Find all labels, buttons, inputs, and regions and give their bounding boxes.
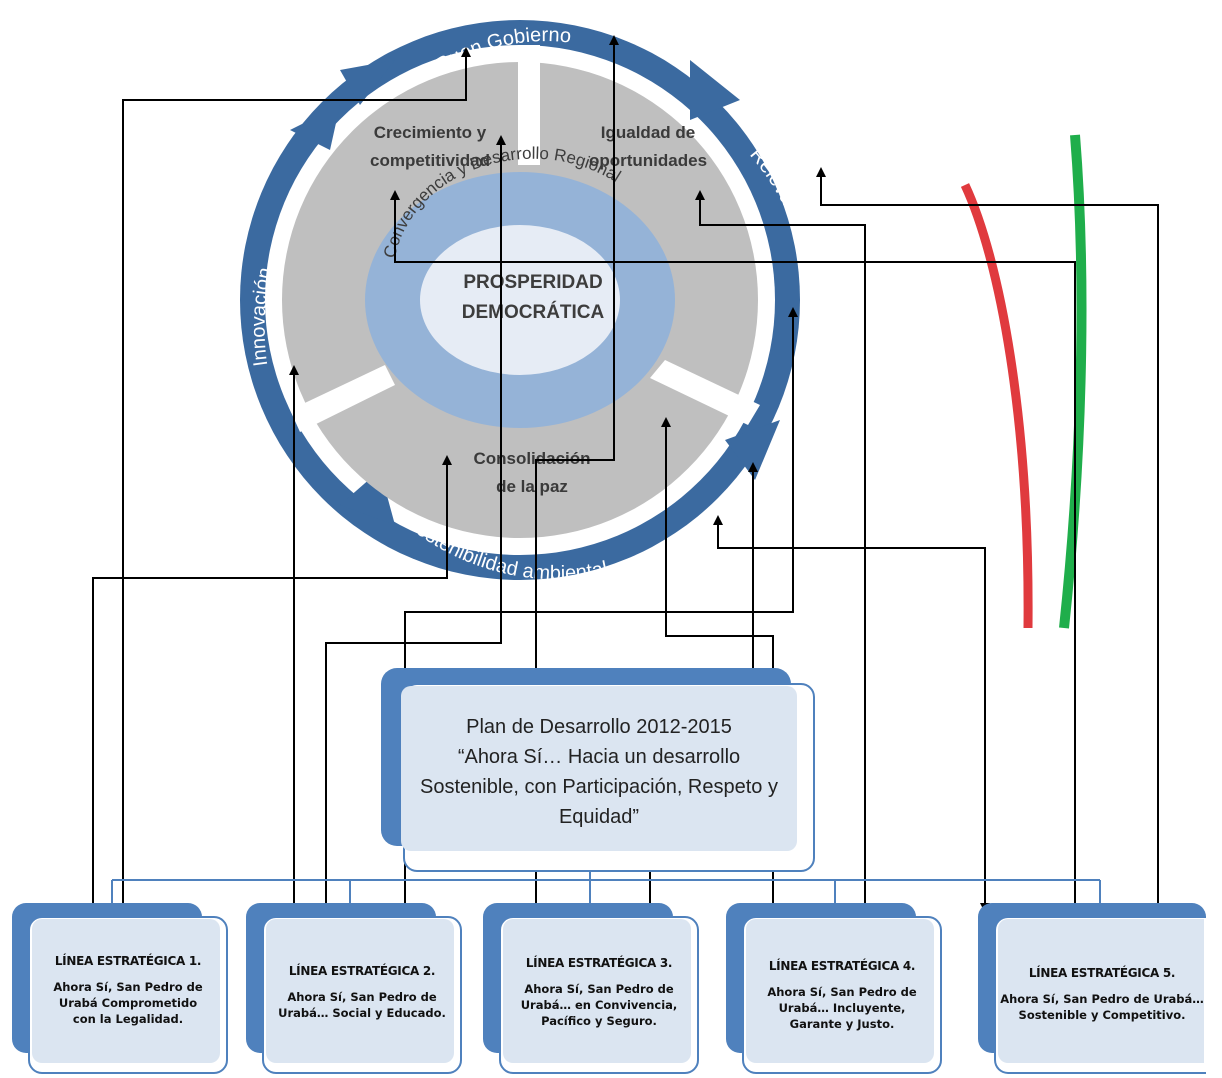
strategic-line-3: LÍNEA ESTRATÉGICA 3. Ahora Sí, San Pedro… [483,903,699,1074]
flag-green-stroke [1059,134,1087,629]
segment-peace-line1: Consolidación [473,449,590,468]
center-title-line1: PROSPERIDAD [463,272,602,293]
center-title-line2: DEMOCRÁTICA [462,301,605,323]
center-disc [420,225,620,375]
strategic-line-2-title: LÍNEA ESTRATÉGICA 2. [288,964,436,978]
strategic-line-3-body: Ahora Sí, San Pedro de [524,982,674,996]
plan-slogan-1: “Ahora Sí… Hacia un desarrollo [457,746,741,768]
strategic-line-5-body: Ahora Sí, San Pedro de Urabá… [1000,992,1204,1006]
plan-slogan-2: Sostenible, con Participación, Respeto y [420,776,778,798]
strategic-line-4-title: LÍNEA ESTRATÉGICA 4. [768,959,916,973]
ring-arrow-top [690,60,740,120]
strategic-line-4-body-3: Garante y Justo. [789,1017,895,1031]
strategic-line-2: LÍNEA ESTRATÉGICA 2. Ahora Sí, San Pedro… [246,903,462,1074]
strategic-line-1: LÍNEA ESTRATÉGICA 1. Ahora Sí, San Pedro… [12,903,228,1074]
strategic-line-1-body-3: con la Legalidad. [72,1012,184,1026]
connector-l5-relevancia [816,167,1163,913]
segment-growth-line1: Crecimiento y [374,123,487,142]
strategic-line-4-body: Ahora Sí, San Pedro de [767,985,917,999]
strategic-line-1-body-2: Urabá Comprometido [58,996,198,1010]
strategic-line-2-body: Ahora Sí, San Pedro de [287,990,437,1004]
segment-equality-line2: oportunidades [589,151,707,170]
strategic-line-5: LÍNEA ESTRATÉGICA 5. Ahora Sí, San Pedro… [978,903,1208,1074]
segment-growth-line2: competitividad [370,151,490,170]
strategic-line-2-body-2: Urabá… Social y Educado. [278,1006,446,1020]
plan-title: Plan de Desarrollo 2012-2015 [466,716,732,738]
connector-l5-sostenibilidad [713,515,990,913]
strategic-line-4: LÍNEA ESTRATÉGICA 4. Ahora Sí, San Pedro… [726,903,942,1074]
segment-peace-line2: de la paz [496,477,568,496]
strategic-line-3-title: LÍNEA ESTRATÉGICA 3. [525,956,673,970]
strategic-line-5-body-2: Sostenible y Competitivo. [1018,1008,1186,1022]
strategic-line-1-title: LÍNEA ESTRATÉGICA 1. [54,954,202,968]
plan-box-inner [401,686,797,851]
segment-equality-line1: Igualdad de [601,123,695,142]
plan-text: Plan de Desarrollo 2012-2015 “Ahora Sí… … [403,712,795,832]
strategic-line-3-body-3: Pacífico y Seguro. [541,1014,657,1028]
strategic-line-1-body: Ahora Sí, San Pedro de [53,980,203,994]
flag-red-stroke [960,183,1033,629]
strategic-line-4-body-2: Urabá… Incluyente, [778,1001,906,1015]
strategic-line-5-title: LÍNEA ESTRATÉGICA 5. [1028,966,1176,980]
strategic-line-3-body-2: Urabá… en Convivencia, [520,998,678,1012]
plan-slogan-3: Equidad” [558,806,640,828]
